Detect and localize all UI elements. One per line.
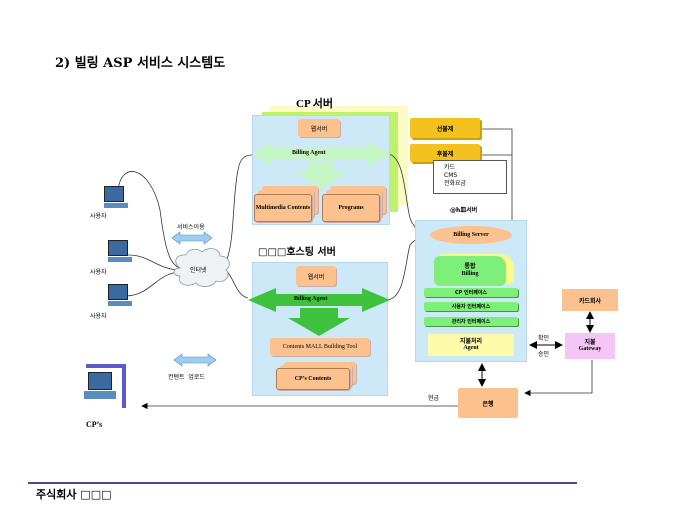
cp-server-title: CP 서버 bbox=[296, 98, 334, 110]
user-label-3: 사용자 bbox=[90, 313, 107, 320]
programs: Programs bbox=[322, 194, 380, 222]
user2-link bbox=[127, 254, 179, 271]
user-label-1: 사용자 bbox=[90, 213, 107, 220]
service-use-arrow bbox=[171, 231, 213, 245]
cash-label: 현금 bbox=[428, 395, 440, 402]
user-computer-2 bbox=[108, 240, 132, 262]
confirm-label: 확인 bbox=[538, 335, 550, 342]
postpaid-method-cms: CMS bbox=[444, 171, 458, 179]
internet-cp-link bbox=[225, 154, 253, 263]
hosting-server-title: □□□호스팅 서버 bbox=[258, 247, 336, 258]
user-computer-1 bbox=[104, 186, 128, 208]
page-title: 2) 빌링 ASP 서비스 시스템도 bbox=[55, 56, 226, 71]
prepaid-option: 선불제 bbox=[410, 118, 480, 138]
gateway-bank-arrow bbox=[524, 360, 593, 397]
payment-processing-agent: 지불처리 Agent bbox=[428, 334, 514, 356]
payment-gateway: 지불 Gateway bbox=[565, 333, 615, 359]
card-company: 카드회사 bbox=[562, 289, 618, 311]
service-use-label: 서비스이용 bbox=[177, 224, 205, 231]
billing-server-title: @h皿서버 bbox=[450, 207, 478, 214]
postpaid-methods-box: 카드 CMS 전화요금 bbox=[433, 160, 507, 194]
content-upload-label: 컨텐트 업로드 bbox=[168, 374, 205, 381]
hosting-billing-agent-label: Billing Agent bbox=[294, 296, 328, 302]
user-label-2: 사용자 bbox=[90, 269, 107, 276]
bank: 은행 bbox=[458, 388, 518, 418]
user-computer-3 bbox=[108, 284, 132, 306]
interface-user: 사용자 인터페이스 bbox=[424, 302, 518, 311]
approve-label: 승인 bbox=[538, 351, 550, 358]
user1-link bbox=[117, 171, 181, 269]
computer-icon bbox=[88, 372, 112, 390]
integrated-billing: 통합 Billing bbox=[434, 256, 506, 286]
cps-computer bbox=[80, 364, 126, 410]
hosting-web-server: 웹서버 bbox=[296, 266, 336, 286]
interface-cp: CP 인터페이스 bbox=[424, 288, 518, 297]
computer-icon bbox=[104, 186, 124, 202]
computer-icon bbox=[108, 284, 128, 300]
cp-contents: CP’s Contents bbox=[276, 368, 350, 390]
contents-mall-tool: Contents MALL Building Tool bbox=[270, 338, 370, 356]
footer-company: 주식회사 □□□ bbox=[36, 488, 112, 501]
billing-server-ellipse: Billing Server bbox=[430, 226, 512, 244]
internet-label: 인터넷 bbox=[190, 267, 207, 274]
postpaid-method-card: 카드 bbox=[444, 164, 456, 171]
computer-icon bbox=[108, 240, 128, 256]
user3-link bbox=[124, 271, 179, 297]
cp-billing-agent-label: Billing Agent bbox=[292, 150, 326, 156]
postpaid-option: 후불제 bbox=[410, 144, 480, 162]
internet-cloud bbox=[173, 248, 230, 287]
cps-label: CP’s bbox=[86, 420, 103, 429]
multimedia-contents: Multimedia Contents bbox=[254, 194, 312, 222]
footer-divider bbox=[28, 482, 577, 484]
interface-admin: 관리자 인터페이스 bbox=[424, 317, 518, 326]
postpaid-method-phone: 전화요금 bbox=[444, 179, 467, 187]
content-upload-arrow bbox=[173, 353, 217, 367]
payment-type-bracket bbox=[482, 128, 513, 222]
cp-web-server: 웹서버 bbox=[298, 119, 340, 137]
